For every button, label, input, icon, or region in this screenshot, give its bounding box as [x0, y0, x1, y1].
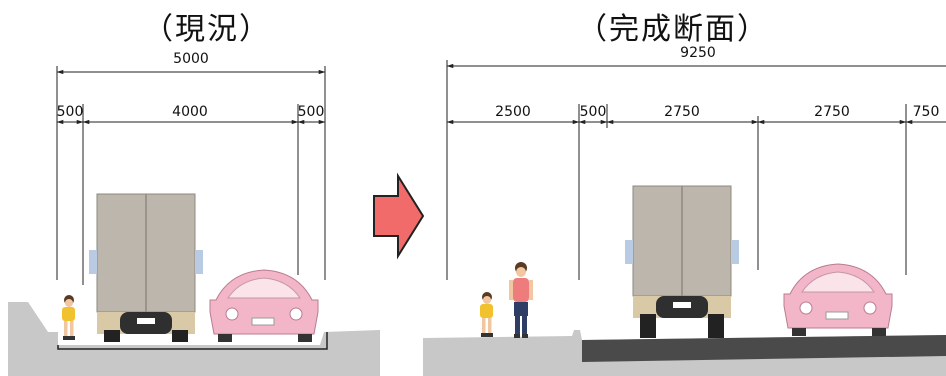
current-segment-3: 500 — [298, 104, 325, 120]
completed-total-width: 9250 — [680, 45, 716, 61]
child-figure — [62, 295, 75, 340]
current-segment-1: 500 — [57, 104, 84, 120]
truck-figure — [89, 193, 203, 342]
truck-figure-2 — [625, 185, 739, 338]
completed-segment-5: 750 — [913, 104, 940, 120]
completed-pavement — [582, 335, 946, 362]
completed-section-title: （完成断面） — [577, 12, 769, 47]
current-dimension-lines — [56, 66, 326, 285]
completed-segment-2: 500 — [580, 104, 607, 120]
current-total-width: 5000 — [173, 51, 209, 67]
completed-segment-3: 2750 — [664, 104, 700, 120]
completed-dimension-lines — [446, 60, 946, 280]
car-figure — [209, 269, 319, 342]
car-figure-2 — [783, 263, 893, 336]
adult-figure — [509, 262, 533, 338]
current-segment-2: 4000 — [172, 104, 208, 120]
child-figure-2 — [480, 292, 493, 337]
completed-segment-4: 2750 — [814, 104, 850, 120]
transition-arrow — [373, 172, 425, 260]
current-section-title: （現況） — [143, 12, 271, 47]
completed-segment-1: 2500 — [495, 104, 531, 120]
current-ground — [8, 302, 380, 376]
